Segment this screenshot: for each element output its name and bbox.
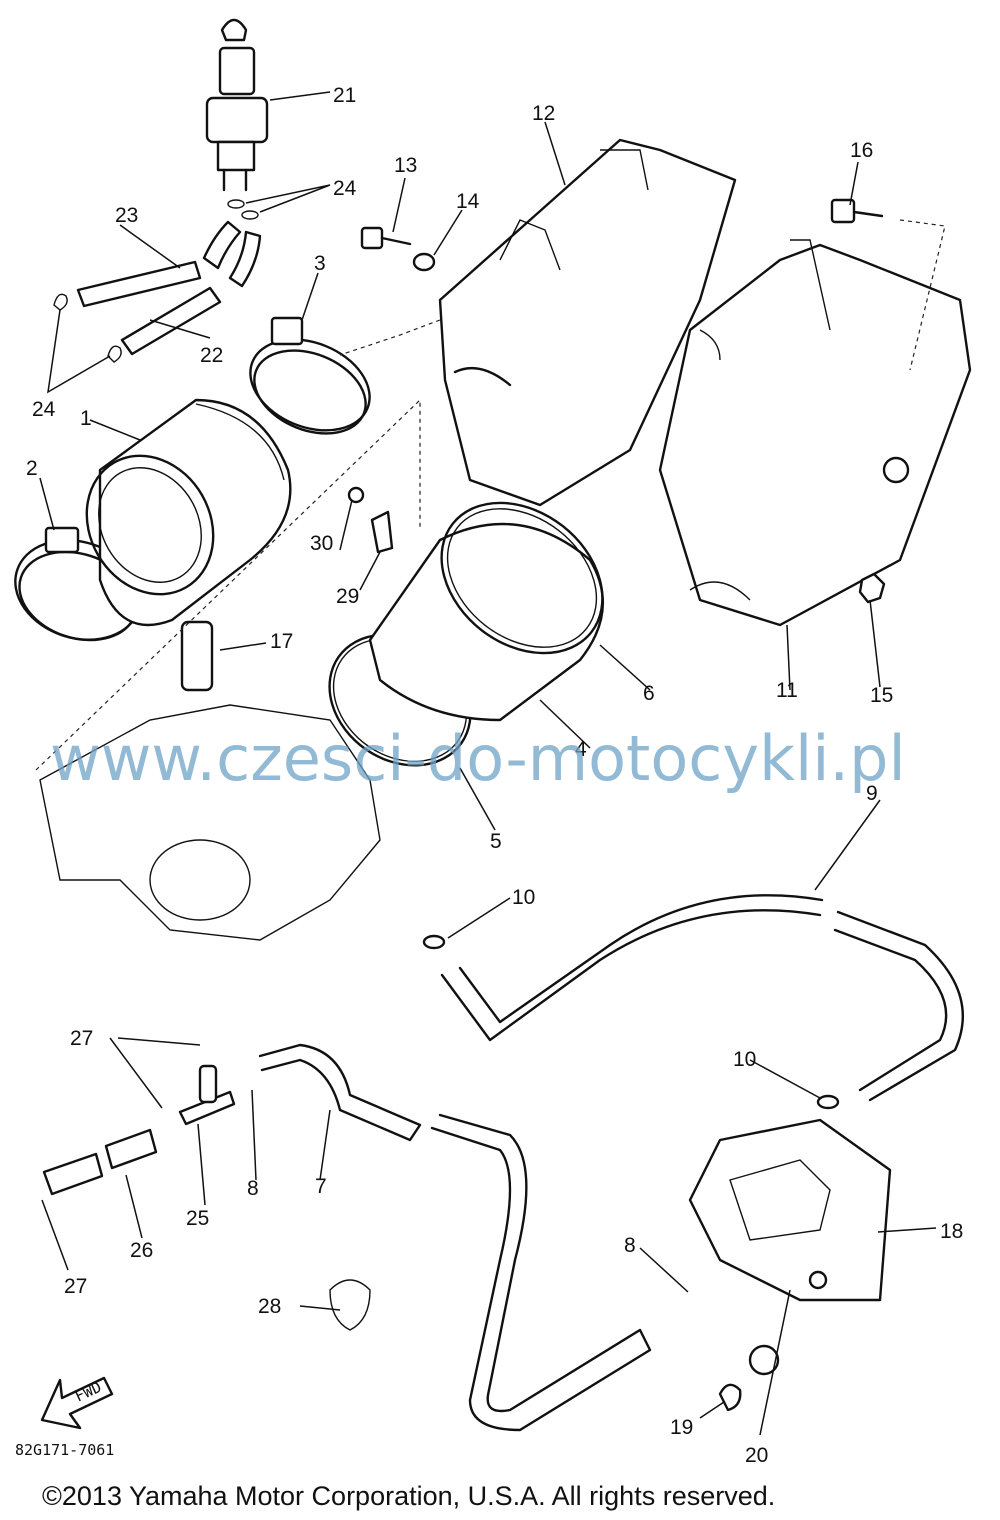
label-part-29: 29: [336, 585, 359, 608]
label-part-21: 21: [333, 84, 356, 107]
label-part-14: 14: [456, 190, 480, 213]
label-part-26: 26: [130, 1239, 153, 1262]
label-part-1: 1: [80, 407, 92, 430]
watermark-text: www.czesci-do-motocykli.pl: [50, 722, 906, 795]
reference-lines: [35, 219, 946, 771]
label-part-7: 7: [315, 1175, 327, 1198]
starter-plunger-drawing: [205, 18, 269, 220]
label-part-27-top: 27: [70, 1027, 93, 1050]
label-part-30: 30: [310, 532, 333, 555]
label-part-4: 4: [575, 738, 587, 761]
label-part-10-right: 10: [733, 1048, 756, 1071]
small-parts-drawing: [180, 486, 394, 692]
copyright-text: ©2013 Yamaha Motor Corporation, U.S.A. A…: [42, 1481, 775, 1511]
label-part-8-left: 8: [247, 1177, 259, 1200]
fwd-arrow-icon: FWD: [40, 1376, 114, 1430]
leader-lines: [39, 91, 937, 1436]
engine-outline-drawing: [39, 704, 381, 941]
label-part-12: 12: [532, 102, 555, 125]
label-part-5: 5: [490, 830, 502, 853]
label-part-11: 11: [776, 679, 798, 702]
label-part-17: 17: [270, 630, 293, 653]
air-case-cover-drawing: [438, 138, 737, 507]
label-part-24-top: 24: [333, 177, 357, 200]
label-part-28: 28: [258, 1295, 281, 1318]
label-part-18: 18: [940, 1220, 963, 1243]
label-part-20: 20: [745, 1444, 768, 1467]
label-part-22: 22: [200, 344, 223, 367]
carburetor-joint-drawing: [85, 398, 292, 627]
label-part-27-bottom: 27: [64, 1275, 87, 1298]
hose-7-drawing: [42, 1043, 652, 1432]
label-part-16: 16: [850, 139, 873, 162]
label-part-3: 3: [314, 252, 326, 275]
label-part-9: 9: [866, 782, 878, 805]
label-part-25: 25: [186, 1207, 209, 1230]
label-part-19: 19: [670, 1416, 693, 1439]
label-part-8-right: 8: [624, 1234, 636, 1257]
hose-clamps-drawing: [14, 316, 371, 642]
air-filter-case-drawing: [658, 239, 972, 627]
label-part-15: 15: [870, 684, 893, 707]
reference-code: 82G171-7061: [15, 1441, 114, 1459]
hose-9-drawing: [422, 894, 964, 1110]
air-filter-joint-drawing: [328, 501, 605, 767]
label-part-10-top: 10: [512, 886, 535, 909]
label-part-6: 6: [643, 682, 655, 705]
label-part-2: 2: [26, 457, 38, 480]
part-labels: 21 24 23 22 24 3 1 2 13 14 12 16 30 29 1…: [26, 84, 963, 1467]
small-hoses-drawing: [53, 220, 262, 363]
label-part-13: 13: [394, 154, 417, 177]
fasteners-drawing: [360, 198, 886, 604]
label-part-24-left: 24: [32, 398, 56, 421]
fuel-pump-drawing: [688, 1118, 892, 1412]
label-part-23: 23: [115, 204, 138, 227]
